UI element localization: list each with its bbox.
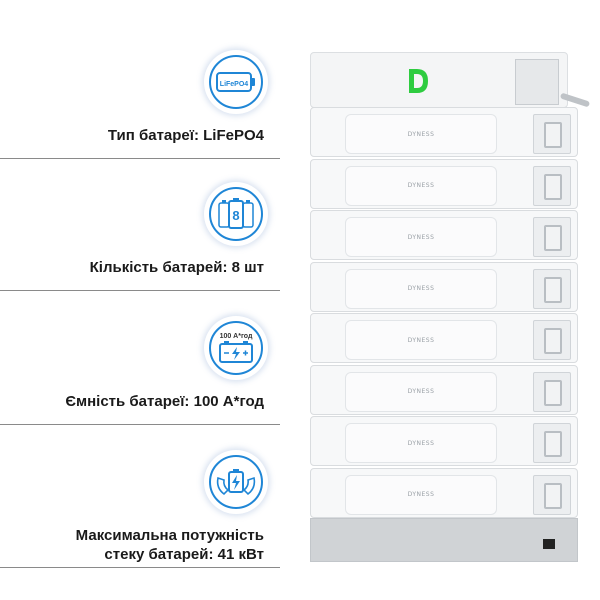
module-front-panel: DYNESS [345, 371, 497, 412]
module-terminal-box [533, 474, 571, 515]
module-brand-label: DYNESS [407, 233, 435, 241]
feature-label: Максимальна потужність стеку батарей: 41… [76, 526, 264, 564]
power-hands-icon [209, 455, 263, 509]
battery-module: DYNESS [310, 364, 578, 415]
battery-module: DYNESS [310, 210, 578, 260]
feature-battery-count: 8 Кількість батарей: 8 шт [0, 182, 280, 277]
battery-module: DYNESS [310, 467, 578, 518]
icon-text: LiFePO4 [220, 81, 249, 88]
connector-panel [515, 59, 559, 105]
module-brand-label: DYNESS [407, 439, 435, 447]
battery-stack: DYNESS DYNESS DYNESS DYNESS DYNESS DYNESS DYNE… [300, 52, 600, 562]
badge: LiFePO4 [204, 50, 268, 114]
icon-text: 100 А*год [220, 333, 253, 340]
stack-base [310, 518, 578, 562]
module-front-panel: DYNESS [345, 423, 497, 463]
module-front-panel: DYNESS [345, 320, 497, 360]
module-front-panel: DYNESS [345, 217, 497, 257]
feature-max-power: Максимальна потужність стеку батарей: 41… [0, 450, 280, 564]
module-brand-label: DYNESS [407, 388, 435, 395]
module-front-panel: DYNESS [345, 474, 497, 515]
feature-label: Кількість батарей: 8 шт [89, 259, 264, 276]
feature-battery-capacity: 100 А*год Ємність батареї: 100 А*год [0, 316, 280, 411]
divider [0, 424, 280, 425]
module-brand-label: DYNESS [407, 336, 435, 344]
module-terminal-box [533, 268, 571, 309]
module-terminal-box [533, 114, 571, 154]
module-terminal-box [533, 320, 571, 360]
battery-module: DYNESS [310, 261, 578, 312]
battery-module: DYNESS [310, 416, 578, 466]
module-brand-label: DYNESS [407, 130, 435, 138]
module-terminal-box [533, 217, 571, 257]
battery-module: DYNESS [310, 107, 578, 157]
badge: 8 [204, 182, 268, 246]
dyness-logo [406, 67, 430, 95]
icon-text: 8 [232, 208, 239, 223]
divider [0, 290, 280, 291]
divider [0, 158, 280, 159]
battery-count-icon: 8 [209, 187, 263, 241]
module-brand-label: DYNESS [407, 491, 435, 498]
module-brand-label: DYNESS [407, 182, 435, 189]
module-front-panel: DYNESS [345, 268, 497, 309]
badge [204, 450, 268, 514]
module-terminal-box [533, 165, 571, 206]
control-unit [310, 52, 568, 108]
feature-battery-type: LiFePO4 Тип батареї: LiFePO4 [0, 50, 280, 145]
lifepo4-battery-icon: LiFePO4 [209, 55, 263, 109]
feature-label-line-1: Максимальна потужність [75, 527, 264, 544]
module-front-panel: DYNESS [345, 114, 497, 154]
power-switch [543, 539, 555, 549]
feature-label-line-2: стеку батарей: 41 кВт [104, 546, 264, 563]
badge: 100 А*год [204, 316, 268, 380]
battery-module: DYNESS [310, 158, 578, 209]
feature-label: Ємність батареї: 100 А*год [65, 393, 264, 410]
feature-label: Тип батареї: LiFePO4 [107, 127, 264, 144]
battery-capacity-icon: 100 А*год [209, 321, 263, 375]
module-front-panel: DYNESS [345, 165, 497, 206]
module-brand-label: DYNESS [407, 285, 435, 292]
battery-module: DYNESS [310, 313, 578, 363]
divider [0, 567, 280, 568]
module-terminal-box [533, 371, 571, 412]
module-terminal-box [533, 423, 571, 463]
